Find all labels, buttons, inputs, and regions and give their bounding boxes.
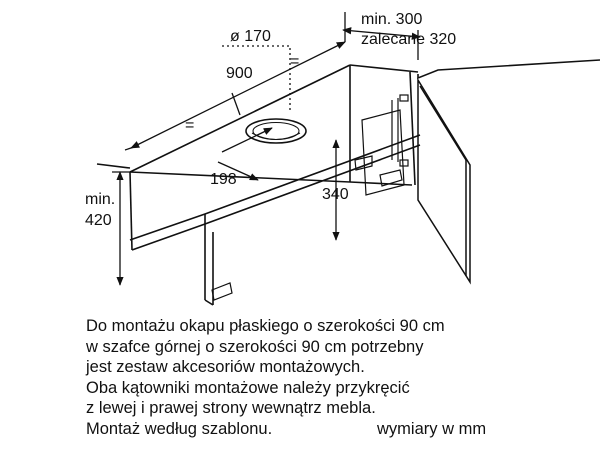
dim-depth-min: min. 300: [361, 11, 422, 28]
caption-line: Oba kątowniki montażowe należy przykręci…: [86, 378, 410, 397]
dim-height-420: 420: [85, 212, 112, 229]
dim-height-340: 340: [322, 186, 349, 203]
caption-line: Do montażu okapu płaskiego o szerokości …: [86, 317, 445, 335]
dim-depth-recommended: zalecane 320: [361, 31, 456, 48]
dim-equal-right: =: [290, 53, 299, 70]
dim-hole-offset: 198: [210, 171, 237, 188]
cabinet-drawing: ø 170 min. 300 zalecane 320 900 = = 198 …: [85, 11, 600, 306]
dim-equal-left: =: [185, 117, 194, 134]
dim-width: 900: [226, 65, 253, 82]
exhaust-hole: [245, 118, 307, 144]
caption-line: z lewej i prawej strony wewnątrz mebla.: [86, 399, 376, 417]
installation-caption: Do montażu okapu płaskiego o szerokości …: [86, 316, 586, 439]
dim-hole-diameter: ø 170: [230, 28, 271, 45]
dim-height-min: min.: [85, 191, 115, 208]
cabinet-door: [417, 77, 471, 285]
caption-line: jest zestaw akcesoriów montażowych.: [86, 358, 365, 376]
mounting-bracket: [211, 94, 409, 301]
units-note: wymiary w mm: [377, 419, 487, 438]
caption-line: w szafce górnej o szerokości 90 cm potrz…: [86, 337, 424, 356]
dimension-lines: [112, 12, 421, 286]
caption-line: Montaż według szablonu.: [86, 419, 273, 438]
cabinet-outline: [96, 59, 600, 306]
